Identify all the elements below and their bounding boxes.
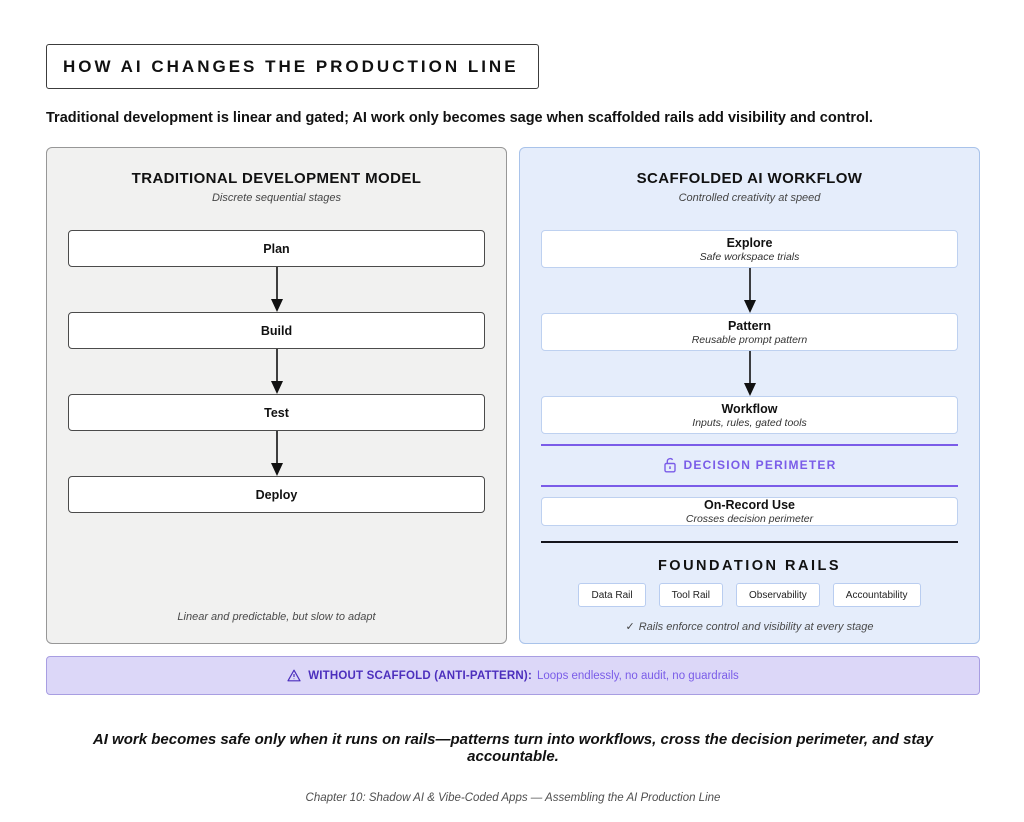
stage-label: Test xyxy=(264,405,289,420)
panel-traditional-model: TRADITIONAL DEVELOPMENT MODEL Discrete s… xyxy=(46,147,507,644)
arrow-down-icon xyxy=(270,267,283,312)
stage-build: Build xyxy=(68,312,485,349)
scaffolded-flow: Explore Safe workspace trials Pattern Re… xyxy=(541,230,958,434)
scaffolded-panel-title: SCAFFOLDED AI WORKFLOW xyxy=(636,170,863,187)
rails-note-text: Rails enforce control and visibility at … xyxy=(638,621,874,633)
foundation-rails-title: FOUNDATION RAILS xyxy=(657,558,842,574)
stage-label: Deploy xyxy=(255,487,298,502)
foundation-rails-row: Data Rail Tool Rail Observability Accoun… xyxy=(541,583,958,607)
perimeter-label-row: DECISION PERIMETER xyxy=(541,446,958,485)
traditional-panel-caption: Linear and predictable, but slow to adap… xyxy=(177,611,376,623)
page-title-box: HOW AI CHANGES THE PRODUCTION LINE xyxy=(46,44,539,89)
rail-chip-data: Data Rail xyxy=(578,583,646,607)
scaffolded-panel-subtitle: Controlled creativity at speed xyxy=(678,192,821,204)
stage-workflow: Workflow Inputs, rules, gated tools xyxy=(541,396,958,434)
stage-sublabel: Inputs, rules, gated tools xyxy=(692,416,807,429)
rail-chip-accountability: Accountability xyxy=(832,583,921,607)
stage-label: On-Record Use xyxy=(704,498,795,512)
stage-label: Plan xyxy=(263,241,290,256)
arrow-down-icon xyxy=(743,351,756,396)
arrow-down-icon xyxy=(270,349,283,394)
traditional-panel-subtitle: Discrete sequential stages xyxy=(211,192,341,204)
banner-text: Loops endlessly, no audit, no guardrails xyxy=(536,669,739,682)
warning-icon xyxy=(287,669,301,682)
stage-label: Build xyxy=(260,323,293,338)
page-title: HOW AI CHANGES THE PRODUCTION LINE xyxy=(63,57,519,76)
stage-deploy: Deploy xyxy=(68,476,485,513)
traditional-flow: Plan Build Test Deploy xyxy=(68,230,485,513)
comparison-panels: TRADITIONAL DEVELOPMENT MODEL Discrete s… xyxy=(46,147,980,644)
stage-test: Test xyxy=(68,394,485,431)
rail-chip-observability: Observability xyxy=(735,583,820,607)
page-subtitle: Traditional development is linear and ga… xyxy=(46,110,873,126)
banner-bold-label: WITHOUT SCAFFOLD (ANTI-PATTERN): xyxy=(308,669,532,682)
arrow-down-icon xyxy=(743,268,756,313)
anti-pattern-banner: WITHOUT SCAFFOLD (ANTI-PATTERN): Loops e… xyxy=(46,656,980,695)
stage-on-record-use: On-Record Use Crosses decision perimeter xyxy=(541,497,958,526)
foundation-rails-divider xyxy=(541,541,958,543)
rail-chip-tool: Tool Rail xyxy=(658,583,723,607)
chapter-footnote: Chapter 10: Shadow AI & Vibe-Coded Apps … xyxy=(305,792,721,804)
panel-scaffolded-workflow: SCAFFOLDED AI WORKFLOW Controlled creati… xyxy=(519,147,980,644)
perimeter-top-line xyxy=(541,444,958,446)
lock-icon xyxy=(663,457,676,473)
stage-label: Pattern xyxy=(727,318,772,333)
stage-explore: Explore Safe workspace trials xyxy=(541,230,958,268)
stage-sublabel: Reusable prompt pattern xyxy=(691,333,808,346)
perimeter-bottom-line xyxy=(541,485,958,487)
arrow-down-icon xyxy=(270,431,283,476)
conclusion-text: AI work becomes safe only when it runs o… xyxy=(92,731,934,765)
stage-plan: Plan xyxy=(68,230,485,267)
stage-label: Workflow xyxy=(721,401,778,416)
stage-sublabel: Safe workspace trials xyxy=(699,250,800,263)
perimeter-label: DECISION PERIMETER xyxy=(683,458,837,472)
check-icon: ✓ xyxy=(625,621,635,633)
stage-label: Explore xyxy=(726,235,773,250)
traditional-panel-title: TRADITIONAL DEVELOPMENT MODEL xyxy=(131,170,422,187)
stage-pattern: Pattern Reusable prompt pattern xyxy=(541,313,958,351)
rails-note: ✓Rails enforce control and visibility at… xyxy=(541,620,958,633)
decision-perimeter-divider: DECISION PERIMETER xyxy=(541,444,958,487)
stage-sublabel: Crosses decision perimeter xyxy=(685,513,814,525)
diagram-page: HOW AI CHANGES THE PRODUCTION LINE Tradi… xyxy=(46,44,980,804)
